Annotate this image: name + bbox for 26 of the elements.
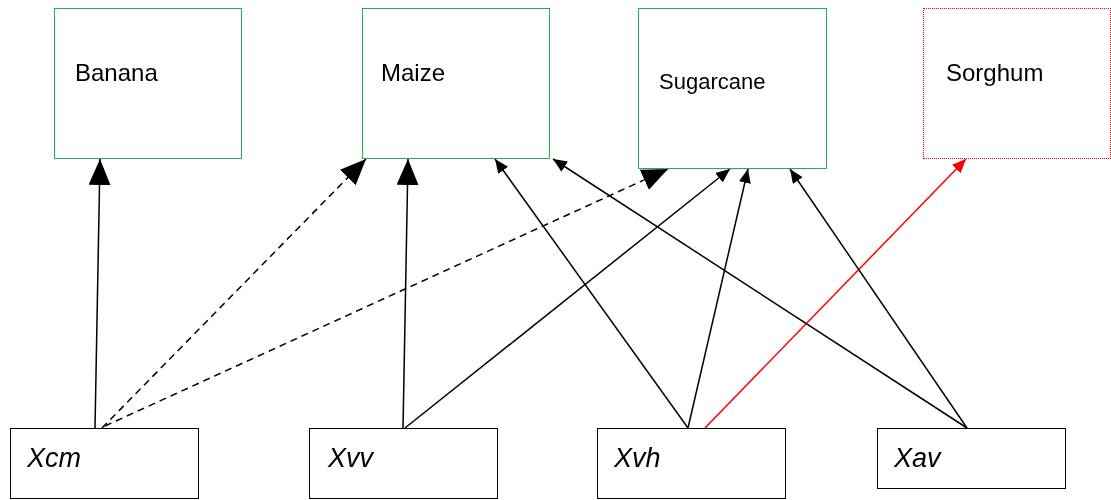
pathogen-box (597, 428, 786, 499)
node-label: Xav (894, 443, 941, 474)
arrow (687, 168, 751, 429)
node-label: Xvh (614, 443, 661, 474)
arrow (552, 158, 968, 429)
node-label: Xvv (328, 443, 373, 474)
arrow (789, 168, 968, 429)
arrow (396, 158, 419, 429)
arrow (704, 158, 967, 429)
arrow (494, 158, 689, 429)
crop-box (362, 8, 550, 159)
node-label: Sorghum (946, 59, 1044, 87)
arrow (101, 158, 367, 429)
node-label: Xcm (27, 443, 81, 474)
arrow (104, 168, 669, 427)
pathogen-box (309, 428, 498, 499)
crop-box (923, 8, 1111, 159)
crop-box (54, 8, 242, 159)
node-label: Banana (75, 59, 158, 87)
arrow (88, 158, 111, 429)
pathogen-box (10, 428, 199, 499)
node-label: Maize (381, 59, 446, 87)
arrow (404, 168, 731, 429)
crop-box (638, 8, 827, 169)
node-label: Sugarcane (659, 69, 766, 95)
pathogen-box (877, 428, 1066, 489)
